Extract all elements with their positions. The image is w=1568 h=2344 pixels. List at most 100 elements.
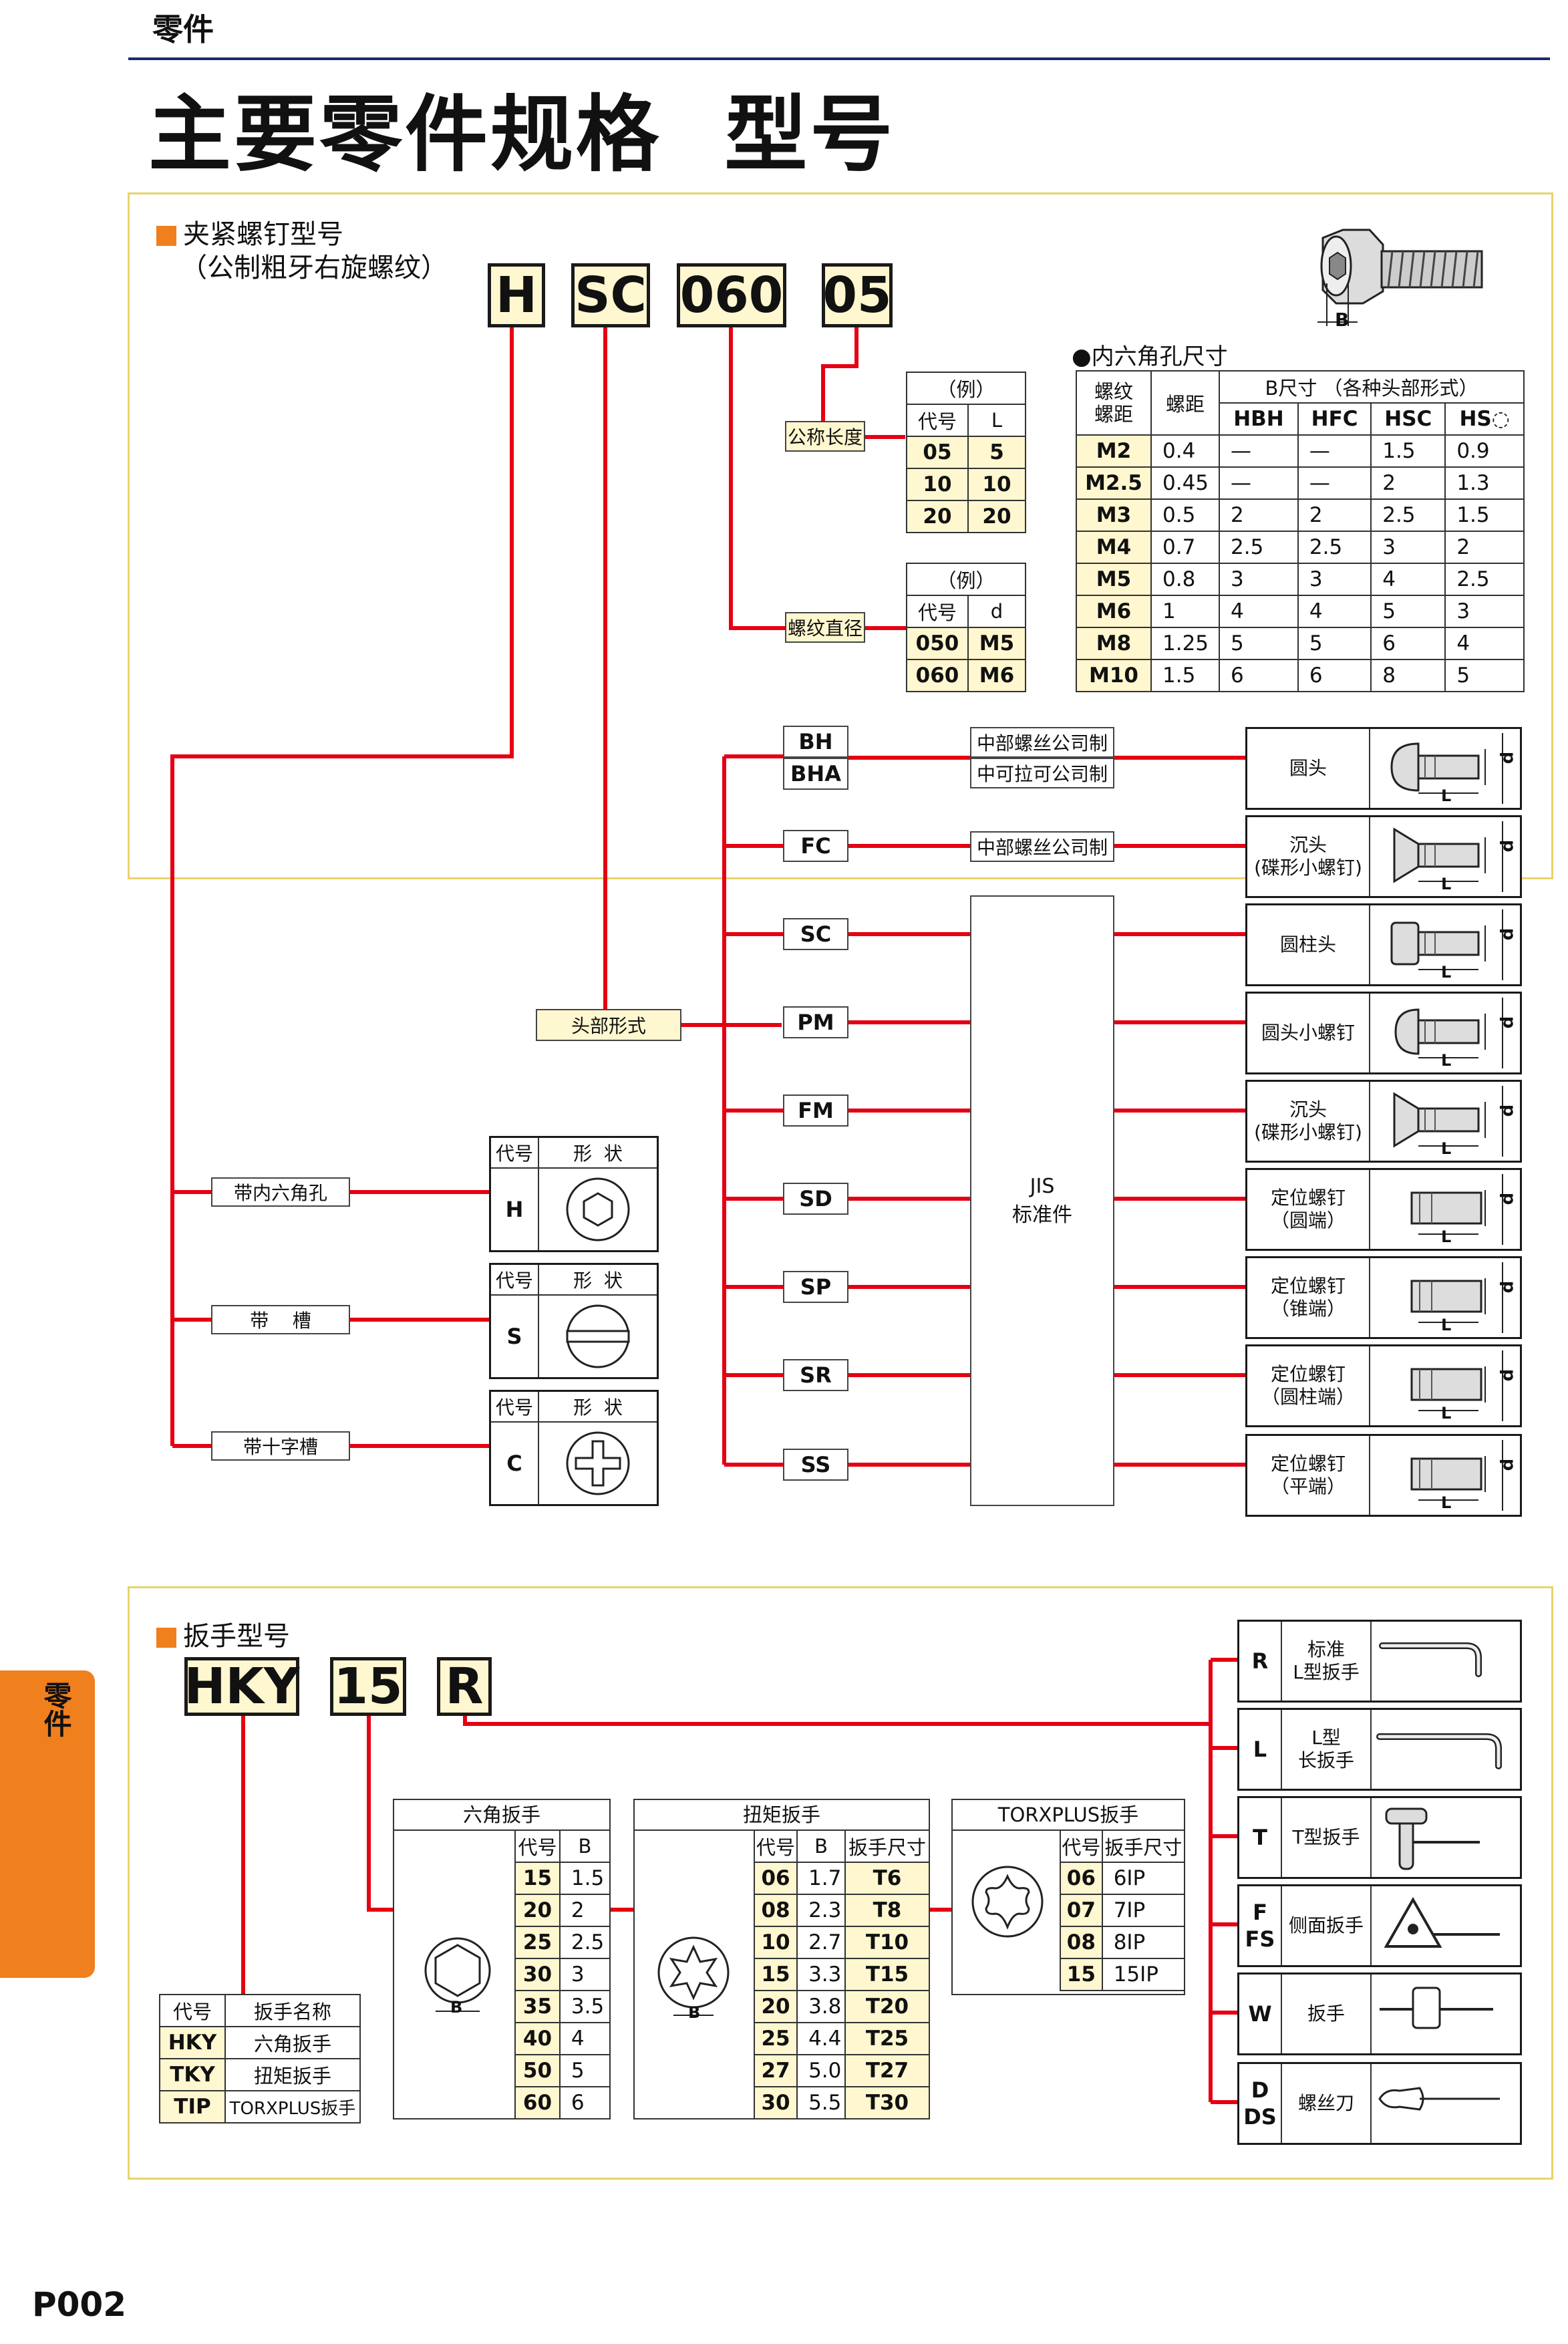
table-header: 代号 (1060, 1829, 1103, 1863)
table-cell: 3.3 (796, 1958, 846, 1991)
drive-header-code: 代号 (491, 1392, 539, 1423)
table-cell: M6 (1076, 595, 1152, 628)
table-cell: TORXPLUS扳手 (224, 2090, 361, 2123)
torx-wrench-b-label: B (688, 2003, 701, 2022)
table-cell: 2.5 (559, 1926, 611, 1959)
code-05: 05 (822, 263, 893, 327)
shape-name-sub: （圆端） (1270, 1209, 1346, 1231)
hex-table-header: 螺距 (1150, 370, 1220, 436)
table-header-row: 代号扳手尺寸 (1060, 1829, 1186, 1863)
wrench-type-code-main: R (1251, 1648, 1269, 1674)
table-cell: M8 (1076, 627, 1152, 660)
table-cell: M5 (1076, 563, 1152, 596)
drive-label-hex: 带内六角孔 (211, 1177, 350, 1207)
dim-l-label: L (1441, 1051, 1452, 1070)
screw-set-cone-icon (1410, 1262, 1503, 1333)
standard-bha: 中可拉可公司制 (970, 758, 1114, 788)
hex-socket-screw-icon (1317, 229, 1483, 326)
wrench-type-code-alt: DS (1243, 2104, 1277, 2130)
hex-wrench-icon (424, 1937, 491, 2012)
wrench-panel (128, 1586, 1553, 2180)
table-cell: 3 (1297, 563, 1372, 596)
head-code-pm: PM (783, 1006, 848, 1038)
table-cell: 25 (753, 2022, 798, 2055)
code-060: 060 (677, 263, 786, 327)
torxplus-wrench-title: TORXPLUS扳手 (953, 1800, 1184, 1831)
table-cell: 1.7 (796, 1862, 846, 1895)
table-cell: 10 (753, 1926, 798, 1959)
table-cell: 40 (514, 2022, 561, 2055)
wrench-type-name-sub: 长扳手 (1297, 1749, 1354, 1771)
table-cell: 0.8 (1150, 563, 1220, 596)
slot-recess-icon (566, 1304, 630, 1368)
table-cell: M2.5 (1076, 466, 1152, 500)
table-cell: — (1219, 466, 1299, 500)
table-cell: 4 (1297, 595, 1372, 628)
table-header: 代号 (753, 1829, 798, 1863)
table-cell: M10 (1076, 659, 1152, 692)
shape-name-sub: （平端） (1270, 1475, 1346, 1497)
screw-round-icon (1390, 733, 1503, 804)
table-cell: 3 (1219, 563, 1299, 596)
wrench-type-name: 侧面扳手 (1282, 1886, 1372, 1965)
table-cell: T10 (844, 1926, 931, 1959)
table-cell: 5 (1297, 627, 1372, 660)
table-cell: M3 (1076, 498, 1152, 532)
head-label: 头部形式 (536, 1009, 681, 1041)
screw-set-round-icon (1410, 1174, 1503, 1245)
table-cell: 2 (1370, 466, 1446, 500)
dim-l-label: L (1441, 786, 1452, 805)
table-cell: 6 (559, 2086, 611, 2119)
table-cell: 8 (1370, 659, 1446, 692)
drive-code: C (491, 1423, 539, 1504)
table-cell: 27 (753, 2054, 798, 2087)
drive-header-shape: 形 状 (539, 1265, 657, 1296)
page-number: P002 (32, 2285, 127, 2324)
table-cell: 1.5 (559, 1862, 611, 1895)
shape-name: 圆柱头 (1247, 905, 1370, 984)
wrench-type-name-label: 螺丝刀 (1297, 2092, 1354, 2114)
wrench-type-name: 螺丝刀 (1282, 2064, 1372, 2143)
side-tab[interactable]: 零件 (0, 1670, 95, 1978)
table-cell: 0.4 (1150, 434, 1220, 468)
wrench-type-name-label: 扳手 (1307, 2003, 1345, 2025)
torx-wrench-icon (657, 1936, 730, 2016)
table-cell: 07 (1060, 1894, 1103, 1927)
table-cell: 1 (1150, 595, 1220, 628)
table-cell: 060 (906, 659, 969, 692)
hex-recess-icon (566, 1177, 630, 1241)
wrench-type-name-label: L型 (1311, 1727, 1341, 1749)
hex-table-header: 螺纹螺距 (1076, 370, 1152, 436)
wrench-type-name: T型扳手 (1282, 1798, 1372, 1877)
wrench-type-code: T (1239, 1798, 1282, 1877)
table-cell: 0.45 (1150, 466, 1220, 500)
diameter-table-caption: （例） (906, 563, 1026, 596)
drive-label-slot: 带 槽 (211, 1305, 350, 1334)
head-code-sp: SP (783, 1271, 848, 1303)
shape-name-label: 定位螺钉 (1270, 1363, 1346, 1385)
shape-name: 沉头(碟形小螺钉) (1247, 817, 1370, 896)
table-cell: 5 (559, 2054, 611, 2087)
screwdriver-icon (1378, 2087, 1500, 2111)
table-cell: 1.5 (1150, 659, 1220, 692)
wrench-type-name: L型长扳手 (1282, 1710, 1372, 1789)
